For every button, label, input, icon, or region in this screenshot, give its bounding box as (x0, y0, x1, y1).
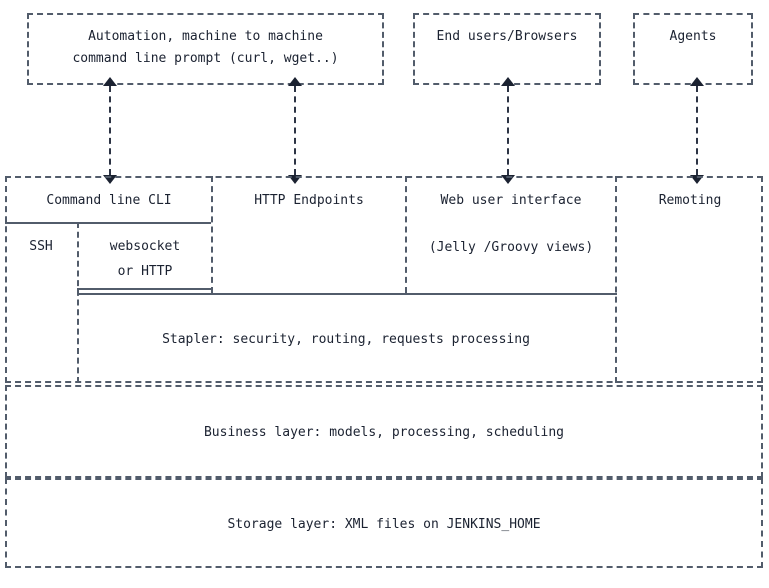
interface-column-label-http: HTTP Endpoints (254, 193, 364, 208)
connector-stem (109, 86, 111, 175)
cli-transport-label-websocket-line2: or HTTP (117, 264, 173, 279)
interface-column-label-webui: Web user interface (440, 193, 582, 208)
connector-stem (294, 86, 296, 175)
arrow-down-icon (501, 175, 515, 184)
actor-label-end-users: End users/Browsers (436, 29, 578, 44)
arrow-down-icon (690, 175, 704, 184)
business-layer-box (5, 385, 763, 478)
websocket-cell-bottom-border (77, 288, 211, 290)
cli-transport-label-websocket-line1: websocket (109, 239, 181, 254)
divider-cli-http (211, 176, 213, 293)
arrow-up-icon (690, 77, 704, 86)
divider-http-webui (405, 176, 407, 293)
divider-ssh-websocket (77, 222, 79, 383)
cli-transport-label-ssh: SSH (29, 239, 53, 254)
interface-layer-band (5, 176, 763, 383)
connector-agents-to-remoting (690, 77, 704, 184)
stapler-label: Stapler: security, routing, requests pro… (162, 332, 530, 347)
stapler-top-border (77, 293, 617, 295)
connector-automation-to-http (288, 77, 302, 184)
arrow-up-icon (288, 77, 302, 86)
arrow-down-icon (288, 175, 302, 184)
arrow-down-icon (103, 175, 117, 184)
actor-label-automation-line2: command line prompt (curl, wget..) (72, 51, 339, 66)
storage-layer-box (5, 478, 763, 568)
arrow-up-icon (103, 77, 117, 86)
interface-column-label-remoting: Remoting (658, 193, 722, 208)
actor-label-agents: Agents (669, 29, 717, 44)
connector-endusers-to-webui (501, 77, 515, 184)
business-layer-label: Business layer: models, processing, sche… (203, 425, 565, 440)
interface-column-sublabel-webui: (Jelly /Groovy views) (428, 240, 594, 255)
connector-stem (507, 86, 509, 175)
storage-layer-label: Storage layer: XML files on JENKINS_HOME (227, 517, 541, 532)
cli-header-separator (5, 222, 211, 224)
actor-label-automation-line1: Automation, machine to machine (88, 29, 323, 44)
actor-box-agents (633, 13, 753, 85)
arrow-up-icon (501, 77, 515, 86)
connector-automation-to-cli (103, 77, 117, 184)
actor-box-end-users (413, 13, 601, 85)
divider-webui-remoting (615, 176, 617, 383)
interface-column-label-cli: Command line CLI (46, 193, 172, 208)
connector-stem (696, 86, 698, 175)
actor-box-automation (27, 13, 384, 85)
